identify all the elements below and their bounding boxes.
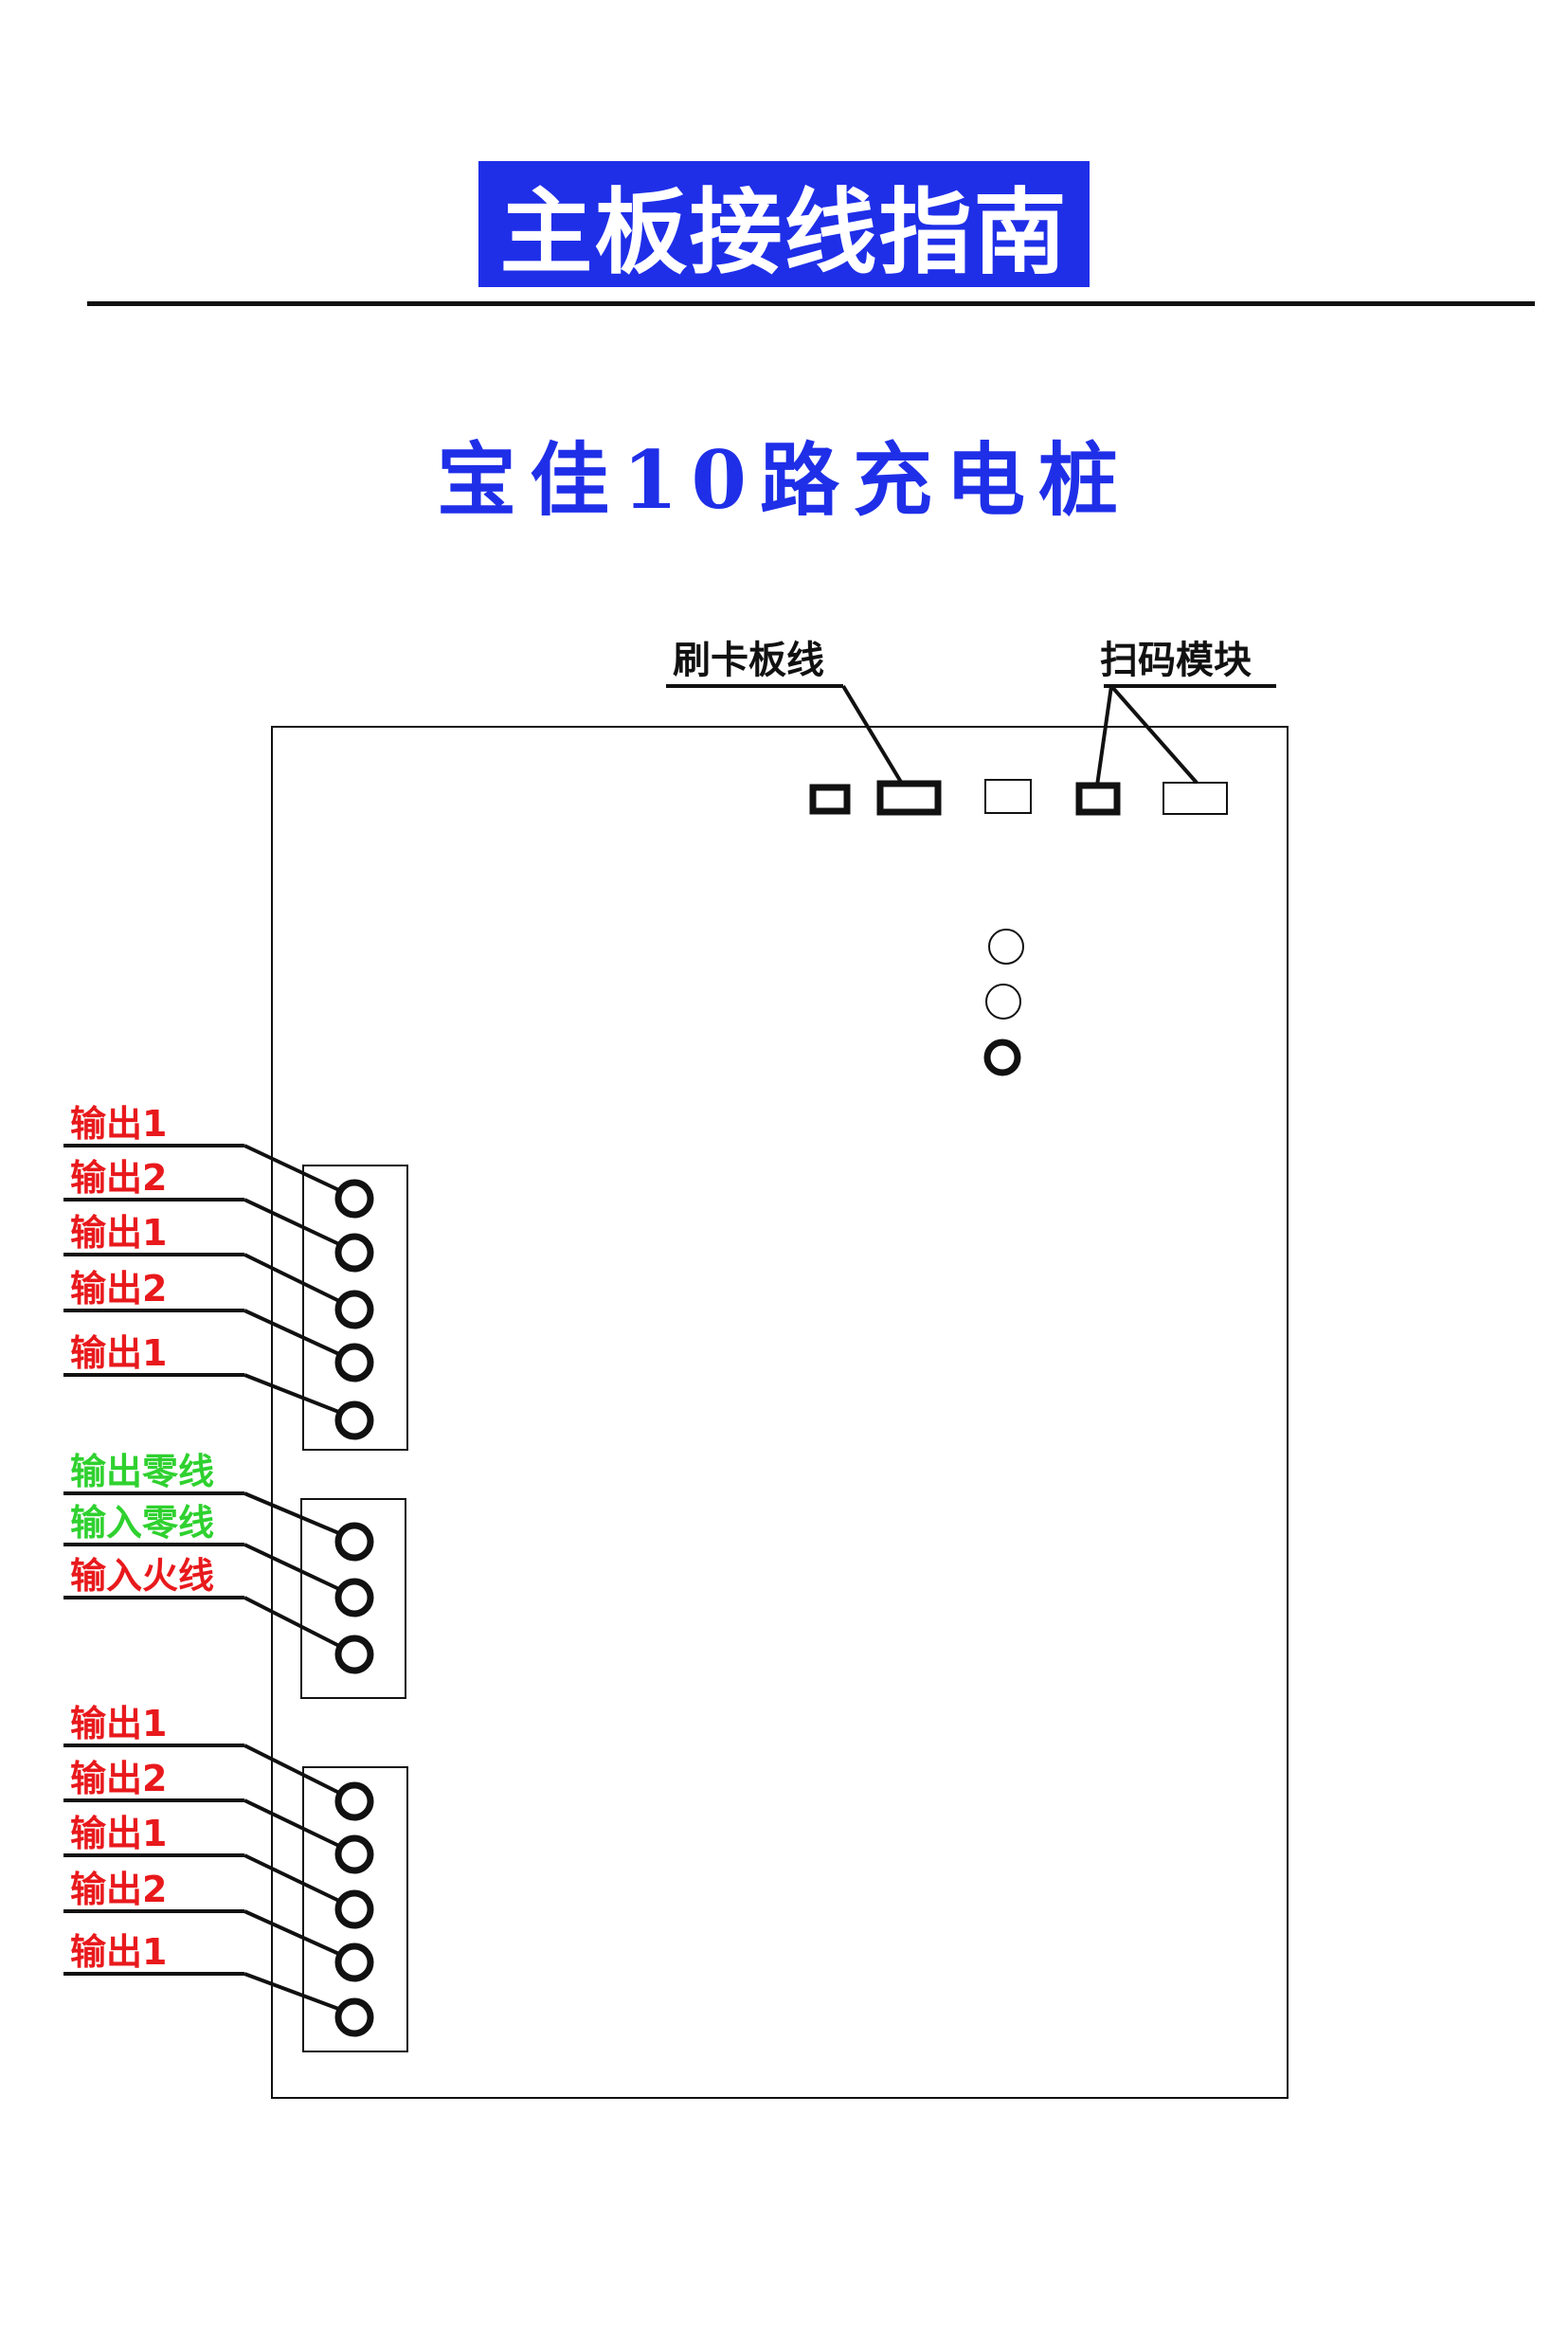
wire-label: 输出2	[70, 1869, 167, 1910]
connector-5	[1162, 782, 1228, 815]
wire-label: 输出2	[70, 1157, 167, 1199]
card-reader-label: 刷卡板线	[673, 639, 824, 682]
wire-leader	[243, 1909, 342, 1957]
wire-label: 输入零线	[70, 1502, 214, 1544]
terminal-screw	[334, 1942, 374, 1982]
wire-label: 输入火线	[70, 1555, 214, 1597]
terminal-screw	[334, 1233, 374, 1273]
terminal-screw	[334, 1889, 374, 1929]
wire-leader	[243, 1972, 342, 2012]
wire-label: 输出1	[70, 1931, 167, 1973]
wire-label: 输出1	[70, 1103, 167, 1145]
card-reader-connector	[876, 780, 942, 816]
wire-label: 输出零线	[70, 1451, 214, 1492]
wire-leader	[243, 1543, 342, 1592]
terminal-screw	[334, 1179, 374, 1219]
terminal-screw	[334, 1290, 374, 1329]
terminal-block-2	[300, 1498, 406, 1699]
wire-leader	[243, 1853, 342, 1904]
terminal-screw	[334, 1578, 374, 1617]
wire-leader	[243, 1309, 342, 1357]
wire-leader	[243, 1596, 342, 1649]
wire-leader	[243, 1198, 342, 1247]
wire-label: 输出1	[70, 1703, 167, 1744]
terminal-screw	[334, 1781, 374, 1821]
wire-leader	[243, 1798, 342, 1849]
scanner-leader-1	[1095, 685, 1113, 786]
wire-leader	[243, 1373, 342, 1415]
wire-leader	[243, 1144, 342, 1193]
terminal-screw	[334, 1635, 374, 1674]
terminal-screw	[334, 1834, 374, 1874]
wire-label: 输出1	[70, 1332, 167, 1374]
header-divider	[87, 301, 1535, 306]
terminal-screw	[334, 1400, 374, 1440]
wire-leader	[243, 1491, 342, 1536]
wire-label: 输出2	[70, 1758, 167, 1799]
terminal-screw	[334, 1522, 374, 1562]
wire-label: 输出1	[70, 1813, 167, 1854]
page-title: 主板接线指南	[478, 161, 1090, 287]
main-board	[271, 726, 1289, 2099]
indicator-led-2	[985, 984, 1021, 1020]
wire-label: 输出2	[70, 1268, 167, 1310]
wire-label: 输出1	[70, 1212, 167, 1254]
indicator-led-3	[983, 1039, 1021, 1076]
terminal-screw	[334, 1343, 374, 1382]
connector-3	[984, 779, 1032, 814]
card-reader-leader	[841, 684, 904, 786]
scanner-label: 扫码模块	[1100, 639, 1252, 682]
connector-1	[809, 784, 851, 815]
diagram-subtitle: 宝佳10路充电桩	[437, 433, 1131, 527]
indicator-led-1	[988, 929, 1024, 965]
wire-leader	[243, 1744, 342, 1796]
scanner-connector	[1075, 782, 1121, 816]
terminal-screw	[334, 1997, 374, 2037]
wire-leader	[243, 1253, 342, 1304]
scanner-leader-2	[1109, 684, 1199, 785]
terminal-block-3	[302, 1766, 408, 2052]
terminal-block-1	[302, 1165, 408, 1451]
